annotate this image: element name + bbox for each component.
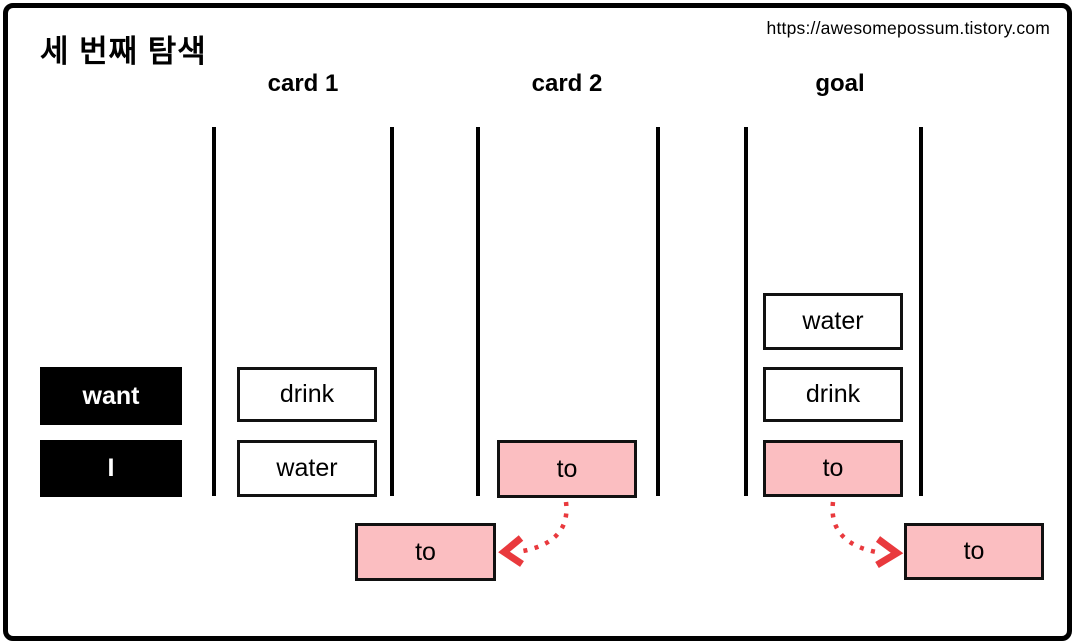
card2-stack-item-to: to <box>497 440 637 498</box>
card1-stack-item-drink: drink <box>237 367 377 422</box>
goal-stack-item-water: water <box>763 293 903 350</box>
column-label-card2: card 2 <box>531 70 603 97</box>
page-title: 세 번째 탐색 <box>40 34 207 69</box>
popped-token-to-left: to <box>355 523 496 581</box>
query-token-want: want <box>40 367 182 425</box>
stack-wall-goal-left <box>744 127 748 496</box>
popped-token-to-right: to <box>904 523 1044 580</box>
stack-wall-card1-left <box>212 127 216 496</box>
watermark-url: https://awesomepossum.tistory.com <box>766 18 1050 38</box>
column-label-card1: card 1 <box>267 70 339 97</box>
stack-wall-card2-right <box>656 127 660 496</box>
query-token-i: I <box>40 440 182 497</box>
stack-wall-card2-left <box>476 127 480 496</box>
goal-stack-item-drink: drink <box>763 367 903 422</box>
diagram-border-frame <box>3 3 1072 641</box>
goal-stack-item-to: to <box>763 440 903 497</box>
stack-wall-goal-right <box>919 127 923 496</box>
stack-wall-card1-right <box>390 127 394 496</box>
column-label-goal: goal <box>815 70 865 97</box>
card1-stack-item-water: water <box>237 440 377 497</box>
